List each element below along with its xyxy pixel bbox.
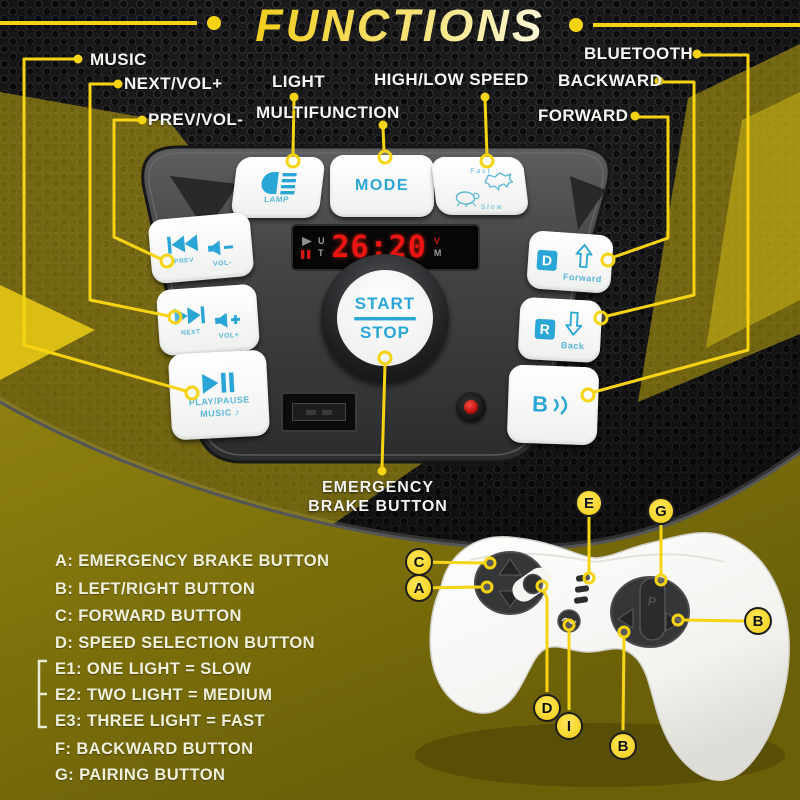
music-label: MUSIC xyxy=(199,406,232,419)
gear-r-badge: R xyxy=(534,318,556,340)
remote-controller: P xyxy=(415,532,790,787)
callout-next-vol: NEXT/VOL+ xyxy=(124,74,223,93)
page-title: FUNCTIONS xyxy=(210,0,590,52)
callout-emergency-brake: EMERGENCY BRAKE BUTTON xyxy=(278,478,478,516)
up-arrow-icon xyxy=(574,242,594,268)
svg-text:F a s t: F a s t xyxy=(470,168,491,175)
callout-multifunction: MULTIFUNCTION xyxy=(256,103,400,122)
remote-label-b-right: B xyxy=(744,607,772,635)
bluetooth-b-label: B xyxy=(531,391,549,417)
play-pause-icon xyxy=(201,371,235,394)
back-label: Back xyxy=(560,339,585,351)
remote-label-e: E xyxy=(575,489,603,517)
remote-label-b-bottom: B xyxy=(609,732,637,760)
legend-item-e1: E1: ONE LIGHT = SLOW xyxy=(55,660,252,678)
remote-label-a: A xyxy=(405,574,433,602)
next-vol-plus-button[interactable]: NEXT VOL+ xyxy=(155,283,261,357)
remote-label-i: I xyxy=(555,712,583,740)
start-stop-divider xyxy=(354,316,416,320)
music-note-icon: ♪ xyxy=(234,406,240,417)
start-stop-ring: START STOP xyxy=(321,254,449,382)
callout-bluetooth: BLUETOOTH xyxy=(584,44,694,63)
legend-item-f: F: BACKWARD BUTTON xyxy=(55,740,254,758)
callout-prev-vol: PREV/VOL- xyxy=(148,110,244,129)
svg-text:P: P xyxy=(647,593,658,609)
remote-power-button[interactable] xyxy=(557,609,581,633)
down-arrow-icon xyxy=(564,311,584,336)
vol-plus-label: VOL+ xyxy=(218,331,240,340)
remote-pairing-button[interactable] xyxy=(639,577,666,641)
forward-gear-button[interactable]: D Forward xyxy=(526,230,614,294)
next-label: NEXT xyxy=(180,328,201,337)
stop-label: STOP xyxy=(360,322,410,342)
panel-accent-left xyxy=(170,176,238,232)
volume-plus-icon xyxy=(214,312,241,328)
callout-music: MUSIC xyxy=(90,50,147,69)
start-stop-button[interactable]: START STOP xyxy=(337,270,433,366)
start-label: START xyxy=(354,293,416,313)
mode-label: MODE xyxy=(355,177,409,194)
horse-turtle-icon: F a s t S l o w xyxy=(455,168,514,211)
remote-speed-leds xyxy=(573,574,591,604)
svg-text:S l o w: S l o w xyxy=(480,204,503,211)
legend-item-g: G: PAIRING BUTTON xyxy=(55,766,226,784)
bluetooth-pairing-button[interactable]: B xyxy=(506,364,600,446)
sound-waves-icon xyxy=(553,396,568,415)
play-pause-button[interactable]: PLAY/PAUSE MUSIC ♪ xyxy=(167,349,271,441)
volume-minus-icon xyxy=(207,239,234,255)
vol-minus-label: VOL- xyxy=(212,258,233,268)
display-u: U xyxy=(318,236,325,246)
callout-backward: BACKWARD xyxy=(558,71,663,90)
display-t: T xyxy=(318,248,324,258)
usb-port[interactable] xyxy=(281,392,357,432)
led-display: U T 26:20 V M xyxy=(291,224,480,271)
play-pause-label: PLAY/PAUSE xyxy=(188,393,251,408)
legend-item-d: D: SPEED SELECTION BUTTON xyxy=(55,634,315,652)
legend-item-c: C: FORWARD BUTTON xyxy=(55,607,242,625)
remote-forward-arrow-icon[interactable] xyxy=(498,558,522,576)
callout-high-low-speed: HIGH/LOW SPEED xyxy=(374,70,529,89)
lamp-label: LAMP xyxy=(263,195,290,204)
emergency-line2: BRAKE BUTTON xyxy=(308,498,448,516)
display-v: V xyxy=(433,236,440,246)
callout-light: LIGHT xyxy=(272,72,325,91)
lamp-button[interactable]: LAMP xyxy=(230,157,326,218)
remote-speed-button[interactable] xyxy=(522,573,544,595)
legend-item-a: A: EMERGENCY BRAKE BUTTON xyxy=(55,552,330,570)
display-m: M xyxy=(433,248,442,258)
pause-indicator-icon xyxy=(301,249,311,259)
callout-forward: FORWARD xyxy=(538,106,629,125)
prev-icon xyxy=(166,233,199,254)
emergency-brake-indicator[interactable] xyxy=(456,392,486,422)
gear-d-badge: D xyxy=(536,249,558,272)
forward-label: Forward xyxy=(562,271,603,284)
mode-button[interactable]: MODE xyxy=(330,155,434,217)
headlight-icon xyxy=(261,172,297,195)
emergency-line1: EMERGENCY xyxy=(321,479,435,496)
remote-right-pad[interactable]: P xyxy=(610,576,690,648)
speed-button[interactable]: F a s t S l o w xyxy=(430,157,530,215)
remote-label-g: G xyxy=(647,497,675,525)
legend-item-b: B: LEFT/RIGHT BUTTON xyxy=(55,580,256,598)
legend-item-e3: E3: THREE LIGHT = FAST xyxy=(55,712,266,730)
prev-vol-minus-button[interactable]: PREV VOL- xyxy=(147,211,255,285)
play-indicator-icon xyxy=(302,236,312,246)
legend-item-e2: E2: TWO LIGHT = MEDIUM xyxy=(55,686,273,704)
remote-left-arrow-icon[interactable] xyxy=(617,608,634,629)
remote-label-c: C xyxy=(405,548,433,576)
next-icon xyxy=(174,305,206,325)
prev-label: PREV xyxy=(173,256,195,265)
back-gear-button[interactable]: R Back xyxy=(517,296,603,364)
